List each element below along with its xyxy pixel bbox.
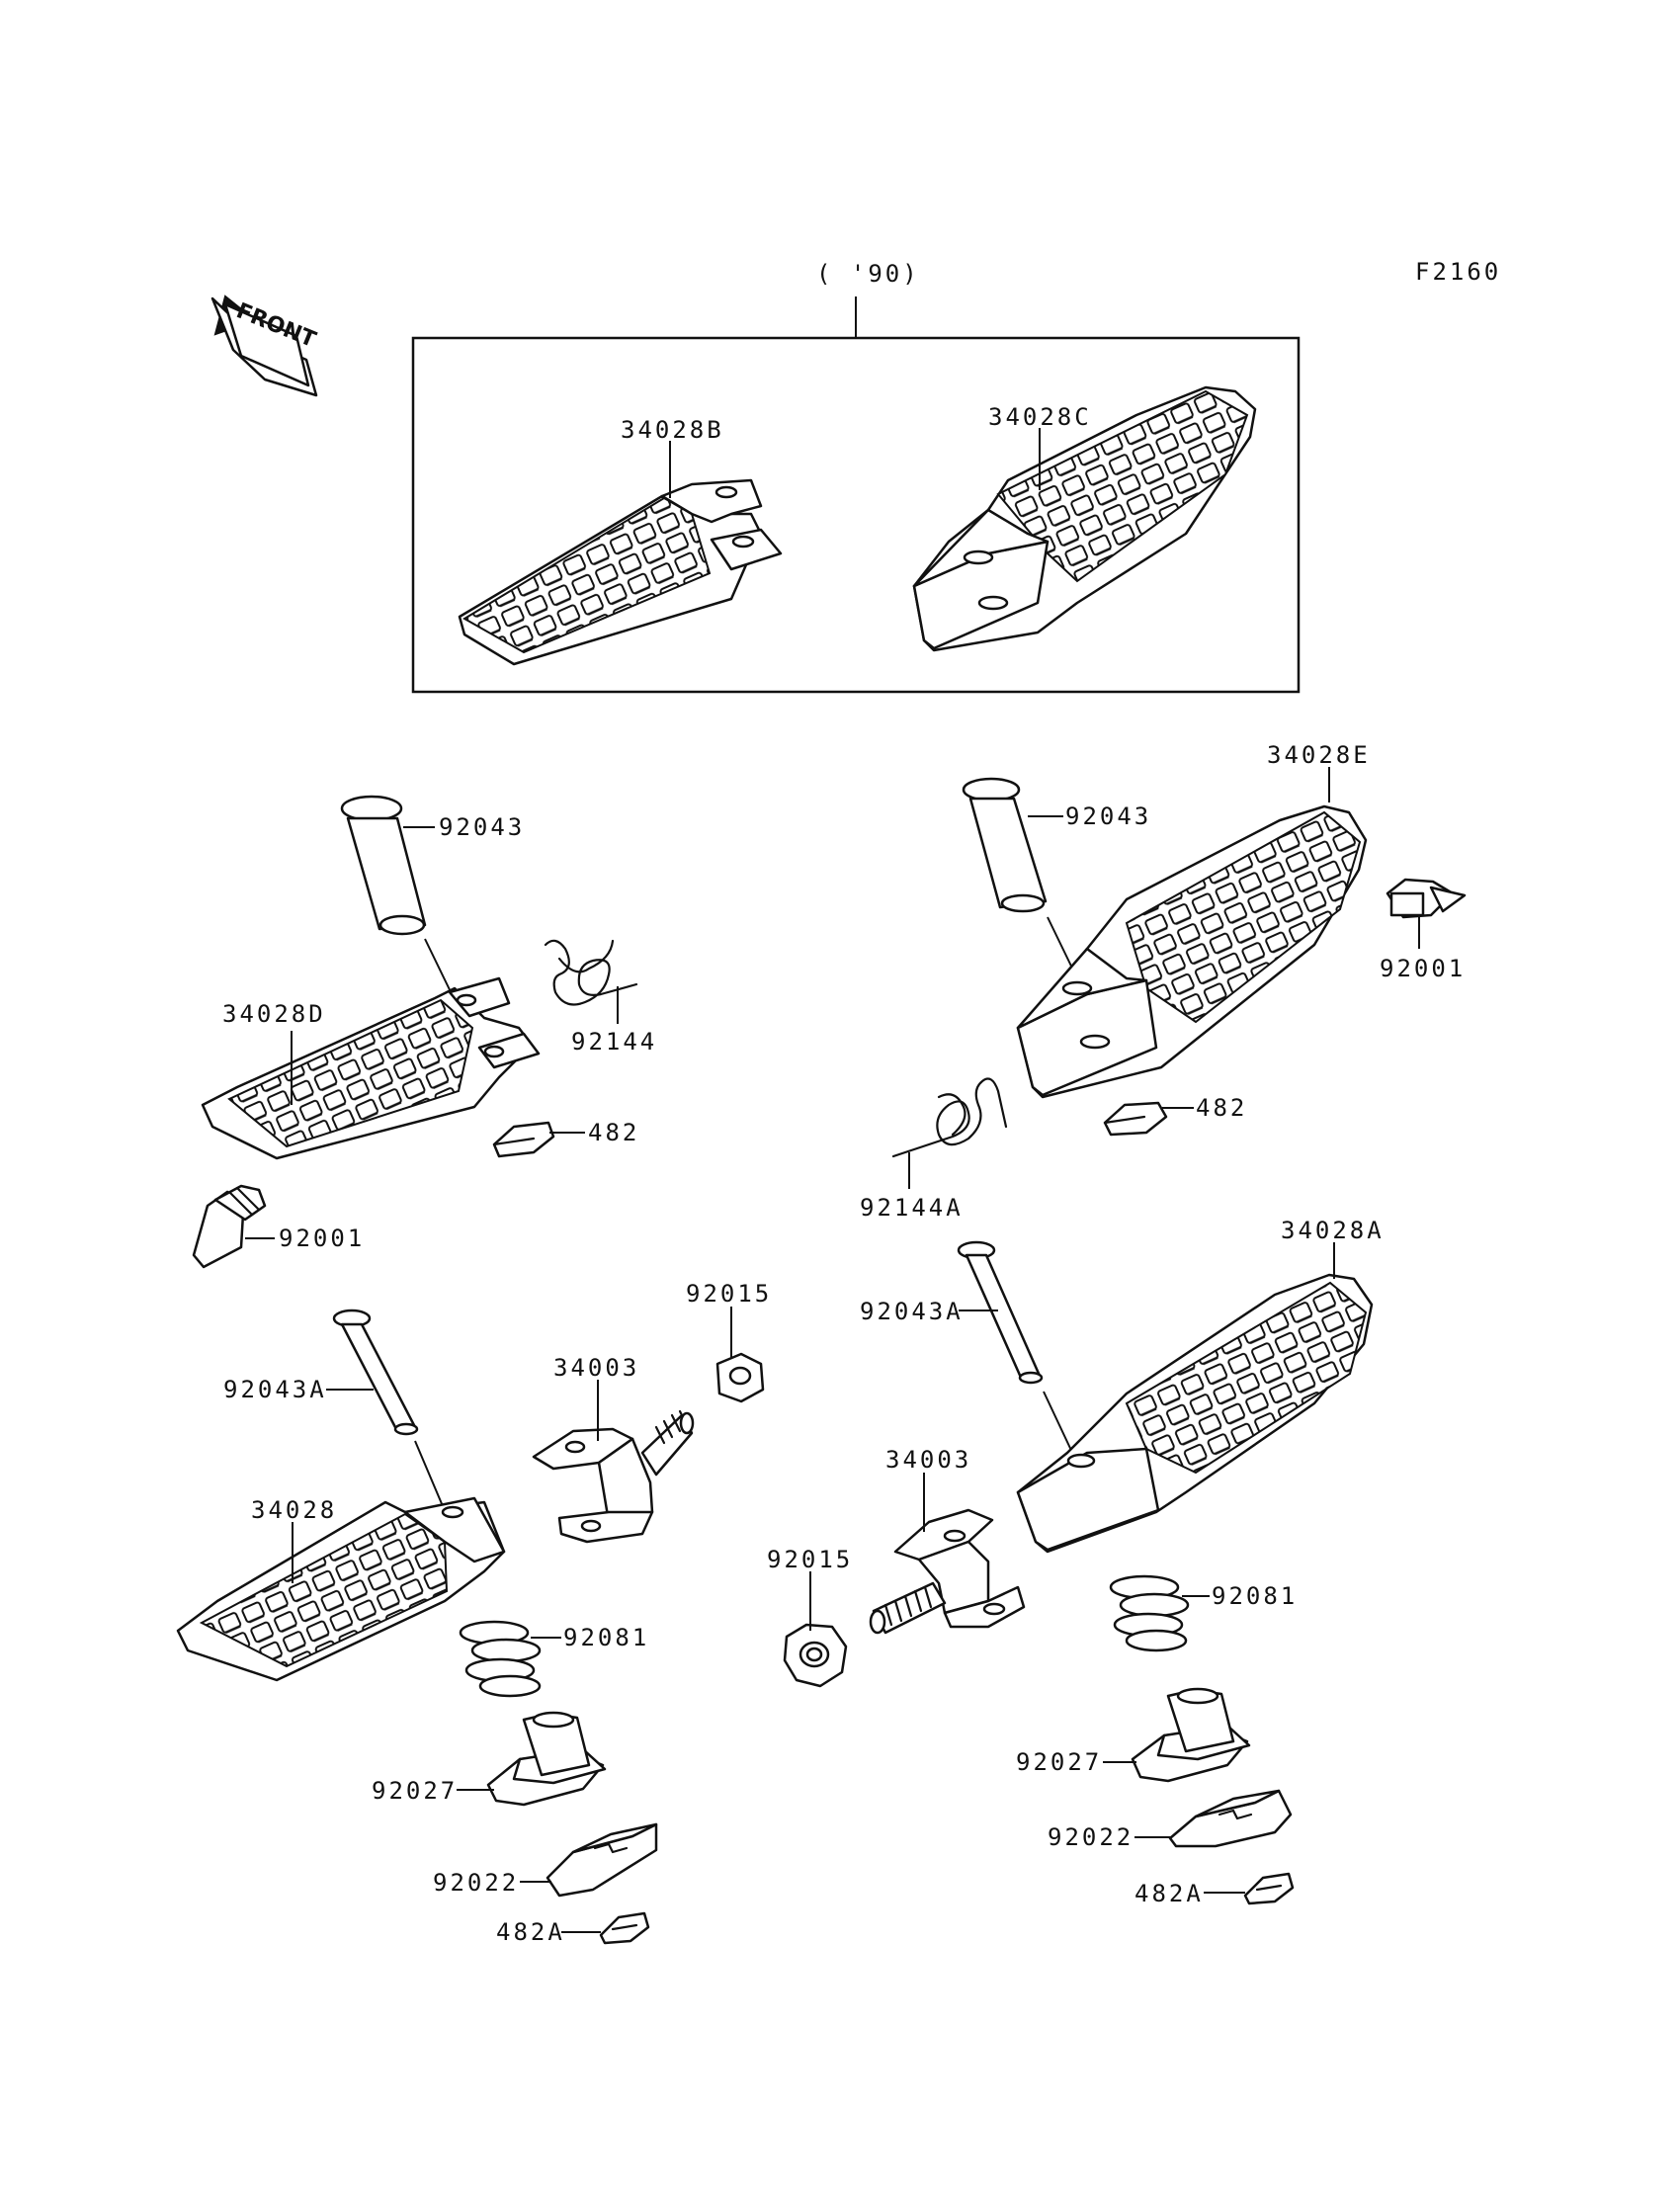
- clip-482-right: [1103, 1101, 1168, 1137]
- stopper-92001-left: [192, 1184, 267, 1269]
- callout-92081-right: 92081: [1212, 1582, 1298, 1610]
- callout-92027-right: 92027: [1016, 1748, 1102, 1776]
- callout-92144A: 92144A: [860, 1194, 964, 1222]
- front-arrow-icon: FRONT: [210, 295, 319, 397]
- callout-34028A: 34028A: [1281, 1217, 1385, 1244]
- bracket-34003-left: [532, 1409, 695, 1544]
- stopper-92001-right: [1386, 878, 1467, 919]
- callout-92022-left: 92022: [433, 1869, 519, 1897]
- callout-92043-right: 92043: [1065, 803, 1151, 830]
- callout-34028C: 34028C: [988, 403, 1092, 431]
- callout-92015-right: 92015: [767, 1546, 853, 1573]
- clip-482A-left: [599, 1911, 650, 1945]
- clip-482A-right: [1243, 1872, 1295, 1905]
- holder-92027-left: [486, 1711, 607, 1807]
- pin-92043-left: [340, 795, 427, 936]
- spring-92144A: [891, 1077, 1008, 1158]
- plate-92022-right: [1168, 1789, 1293, 1848]
- nut-92015-left: [715, 1352, 765, 1403]
- clip-482-left: [492, 1121, 555, 1158]
- footpeg-34028: [176, 1496, 506, 1682]
- callout-482-right: 482: [1196, 1094, 1247, 1122]
- callout-92001-right: 92001: [1380, 955, 1466, 982]
- bracket-34003-right: [869, 1508, 1026, 1635]
- footpeg-34028E: [1016, 804, 1368, 1099]
- callout-482A-left: 482A: [496, 1918, 565, 1946]
- footpeg-34028D: [201, 976, 541, 1160]
- callout-34028D: 34028D: [222, 1000, 326, 1028]
- diagram-code: F2160: [1415, 258, 1501, 286]
- callout-92027-left: 92027: [372, 1777, 458, 1805]
- footpeg-34028C: [912, 385, 1257, 652]
- callout-482A-right: 482A: [1134, 1880, 1204, 1907]
- callout-92043A-left: 92043A: [223, 1376, 327, 1403]
- callout-92144: 92144: [571, 1028, 657, 1056]
- callout-482-left: 482: [588, 1119, 639, 1146]
- spring-92081-right: [1109, 1574, 1190, 1652]
- callout-92081-left: 92081: [563, 1624, 649, 1651]
- callout-92001-left: 92001: [279, 1225, 365, 1252]
- callout-34003-right: 34003: [885, 1446, 971, 1474]
- pin-92043A-left: [332, 1309, 419, 1436]
- callout-92022-right: 92022: [1048, 1823, 1134, 1851]
- spring-92144: [544, 939, 638, 1006]
- callout-34028E: 34028E: [1267, 741, 1371, 769]
- footpeg-34028A: [1016, 1273, 1374, 1554]
- year-group-box: [411, 336, 1301, 694]
- callout-92043A-right: 92043A: [860, 1298, 964, 1325]
- callout-92015-left: 92015: [686, 1280, 772, 1308]
- callout-92043-left: 92043: [439, 813, 525, 841]
- nut-92015-right: [783, 1623, 848, 1688]
- group-label: ( '90): [816, 260, 920, 288]
- spring-92081-left: [459, 1620, 542, 1698]
- callout-34028: 34028: [251, 1496, 337, 1524]
- footpeg-34028B: [458, 478, 783, 666]
- plate-92022-left: [546, 1822, 658, 1898]
- holder-92027-right: [1131, 1687, 1251, 1783]
- callout-34028B: 34028B: [621, 416, 724, 444]
- callout-34003-left: 34003: [553, 1354, 639, 1382]
- pin-92043-right: [962, 777, 1048, 913]
- pin-92043A-right: [957, 1240, 1044, 1385]
